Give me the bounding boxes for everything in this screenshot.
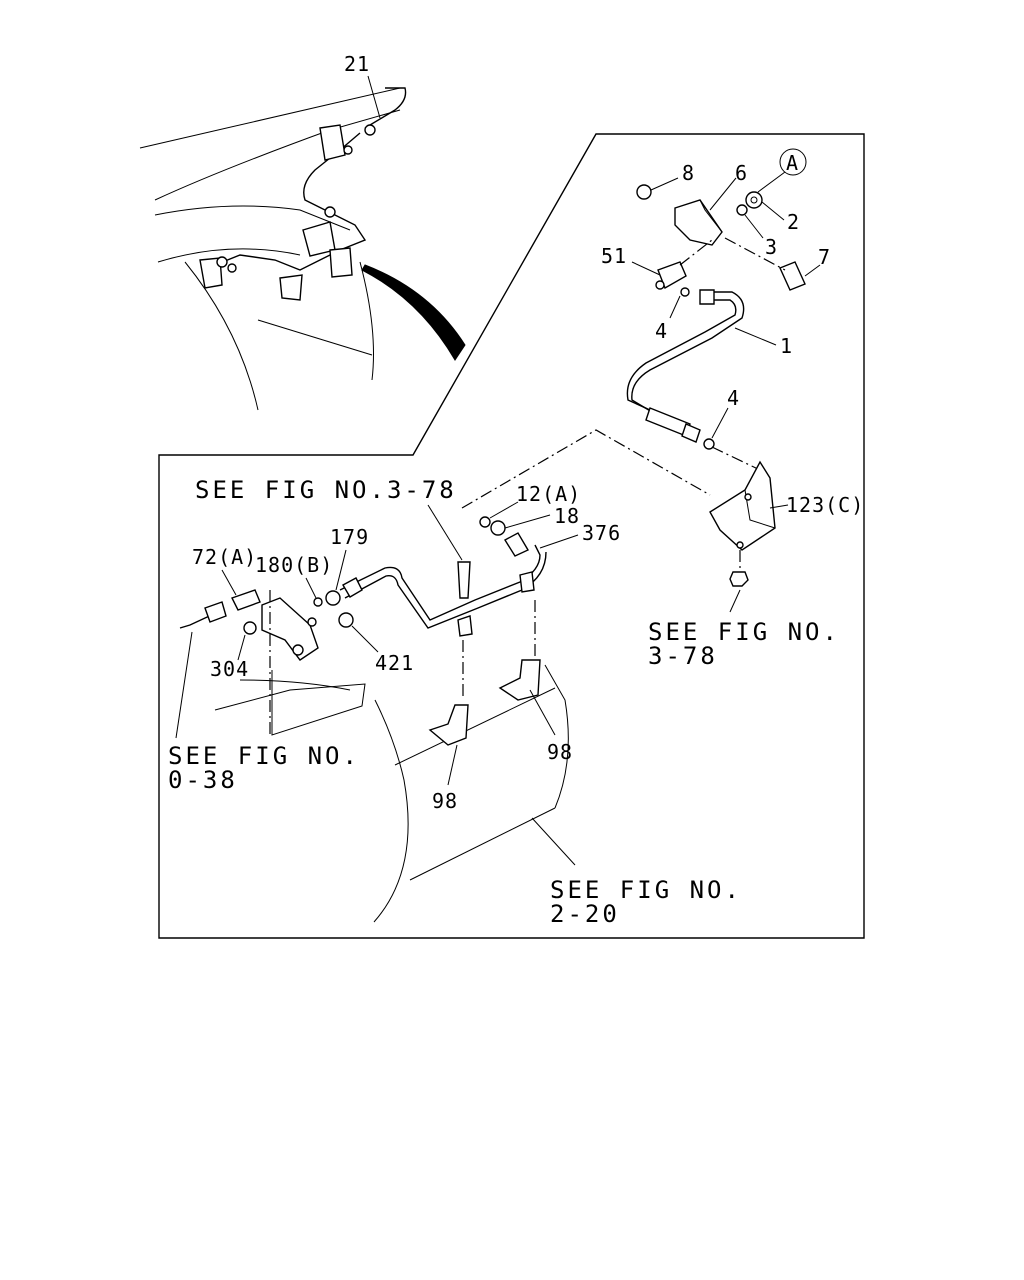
washer-8: [636, 184, 652, 200]
upper-right-parts: [626, 148, 821, 613]
callout-12a: 12(A): [516, 482, 581, 506]
nut-18: [490, 520, 506, 536]
callout-7: 7: [818, 245, 831, 269]
bracket-123c: [709, 460, 776, 551]
callout-376: 376: [582, 521, 621, 545]
washer-3: [736, 204, 748, 216]
lower-left-parts: [175, 501, 579, 923]
callout-3: 3: [765, 235, 778, 259]
washer-180b: [313, 597, 323, 607]
washer-12a: [479, 516, 491, 528]
ref-fig-0-38-line2: 0-38: [168, 766, 238, 794]
callout-4-upper: 4: [655, 319, 668, 343]
connector-376: [504, 532, 529, 557]
callout-72a: 72(A): [192, 545, 257, 569]
bolt-7: [779, 261, 806, 291]
ref-circle-a: [779, 148, 807, 176]
callout-18: 18: [554, 504, 580, 528]
ref-fig-2-20-line2: 2-20: [550, 900, 620, 928]
callout-a: A: [786, 151, 799, 175]
callout-8: 8: [682, 161, 695, 185]
callout-180b: 180(B): [255, 553, 333, 577]
washer-4-upper: [680, 287, 690, 297]
callout-4-lower: 4: [727, 386, 740, 410]
callout-123c: 123(C): [786, 493, 864, 517]
callout-421: 421: [375, 651, 414, 675]
callout-21: 21: [344, 52, 370, 76]
ref-fig-0-38-line1: SEE FIG NO.: [168, 742, 360, 770]
nut-2: [745, 191, 763, 209]
bolt-72a: [231, 589, 261, 611]
nut-179: [325, 590, 341, 606]
ref-fig-3-78-right-line1: SEE FIG NO.: [648, 618, 840, 646]
pipe-middle: [339, 544, 541, 621]
leader-dashline: [461, 429, 711, 509]
pipe-1: [631, 291, 745, 413]
callout-51: 51: [601, 244, 627, 268]
bracket-304: [261, 597, 319, 661]
ref-fig-3-78-right-line2: 3-78: [648, 642, 718, 670]
bracket-98-right: [498, 659, 541, 701]
ref-fig-3-78-top: SEE FIG NO.3-78: [195, 476, 457, 504]
nut-421: [338, 612, 354, 628]
muffler-body: [214, 670, 366, 736]
overview-drawing: [139, 87, 466, 411]
callout-2: 2: [787, 210, 800, 234]
inset-frame: [158, 133, 865, 939]
callout-6: 6: [735, 161, 748, 185]
bracket-98-left: [428, 704, 469, 746]
bolt-upright: [457, 561, 471, 599]
callout-98-left: 98: [432, 789, 458, 813]
callout-1: 1: [780, 334, 793, 358]
washer-4-lower: [703, 438, 715, 450]
callout-98-right: 98: [547, 740, 573, 764]
callout-179: 179: [330, 525, 369, 549]
callout-304: 304: [210, 657, 249, 681]
ref-fig-2-20-line1: SEE FIG NO.: [550, 876, 742, 904]
